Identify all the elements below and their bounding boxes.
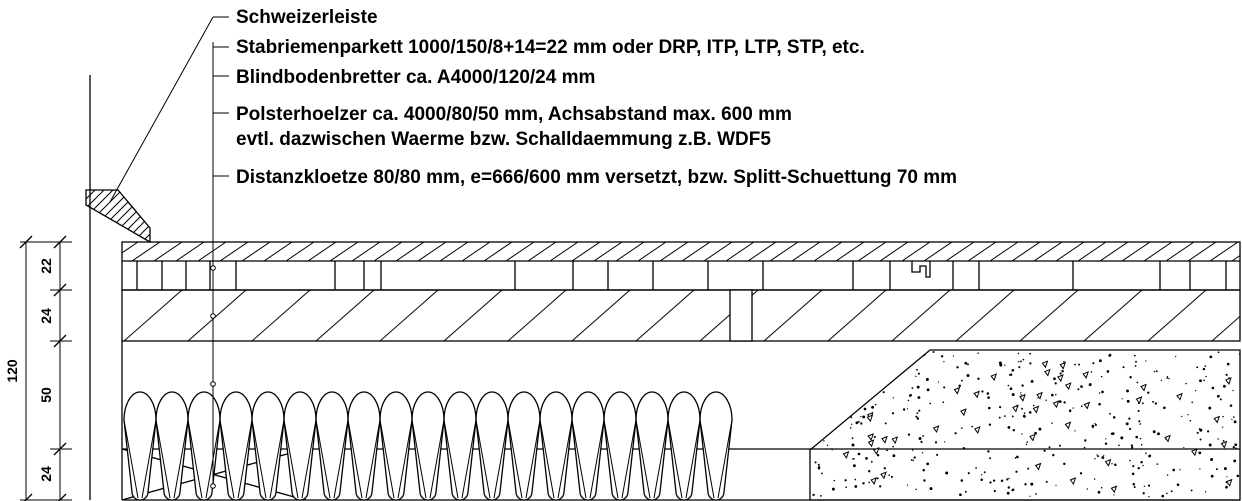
label-subfloor: Blindbodenbretter ca. A4000/120/24 mm [236, 67, 595, 88]
batten-end-block [729, 289, 753, 342]
insulation-batting [123, 391, 733, 501]
label-spacers: Distanzkloetze 80/80 mm, e=666/600 mm ve… [236, 167, 957, 188]
label-battens-line1: Polsterhoelzer ca. 4000/80/50 mm, Achsab… [236, 104, 792, 125]
parquet-layer [121, 241, 1241, 291]
tongue-groove-joint [911, 261, 931, 278]
dim-spacers: 24 [38, 466, 54, 482]
leader-lines [109, 16, 229, 489]
dim-subfloor: 24 [38, 308, 54, 324]
label-parquet: Stabriemenparkett 1000/150/8+14=22 mm od… [236, 37, 865, 58]
dim-total: 120 [4, 359, 20, 383]
dim-battens: 50 [38, 387, 54, 403]
label-battens-line2: evtl. dazwischen Waerme bzw. Schalldaemm… [236, 129, 771, 150]
baseboard-section [85, 189, 151, 244]
gravel-fill [809, 349, 1241, 501]
subfloor-board-layer [121, 289, 1241, 342]
label-baseboard: Schweizerleiste [236, 7, 378, 28]
dimension-chain [19, 235, 72, 501]
dim-parquet: 22 [38, 258, 54, 274]
